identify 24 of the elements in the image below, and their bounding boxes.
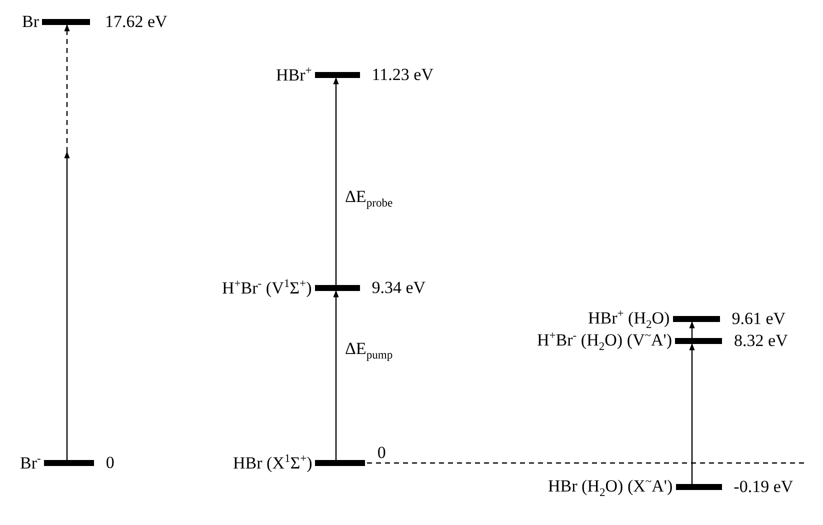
transition-arrow [689,321,695,338]
transition-arrow [333,290,339,460]
transition-arrow [689,343,695,484]
energy-value: 0 [377,442,386,463]
edge-label: ΔE$_{pump}$ [345,339,393,362]
energy-value: 9.61 eV [732,309,786,330]
transition-arrow [64,151,70,460]
energy-value: -0.19 eV [734,477,794,498]
energy-value: 11.23 eV [372,64,434,85]
energy-value: 8.32 eV [734,331,788,352]
level-label: H$^{+}$Br$^{-}$ (V$^{1}$Σ$^{+}$) [222,277,312,299]
energy-value: 9.34 eV [372,278,426,298]
edge-label: ΔE$_{probe}$ [345,187,393,210]
energy-value: 0 [106,452,114,473]
level-label: Br$^{-}$ [20,452,41,474]
level-label: HBr$^{+}$ (H$_{2}$O) [588,307,670,332]
transition-arrow [64,24,70,152]
level-label: HBr (H$_{2}$O) (X$^{~}$A') [548,475,673,500]
transition-arrow [333,77,339,285]
level-label: H$^{+}$Br$^{-}$ (H$_{2}$O) (V$^{~}$A') [537,329,672,354]
level-label: Br [22,12,39,32]
energy-value: 17.62 eV [105,12,168,32]
level-label: HBr (X$^{1}$Σ$^{+}$) [233,452,312,474]
level-label: HBr$^{+}$ [276,64,312,86]
